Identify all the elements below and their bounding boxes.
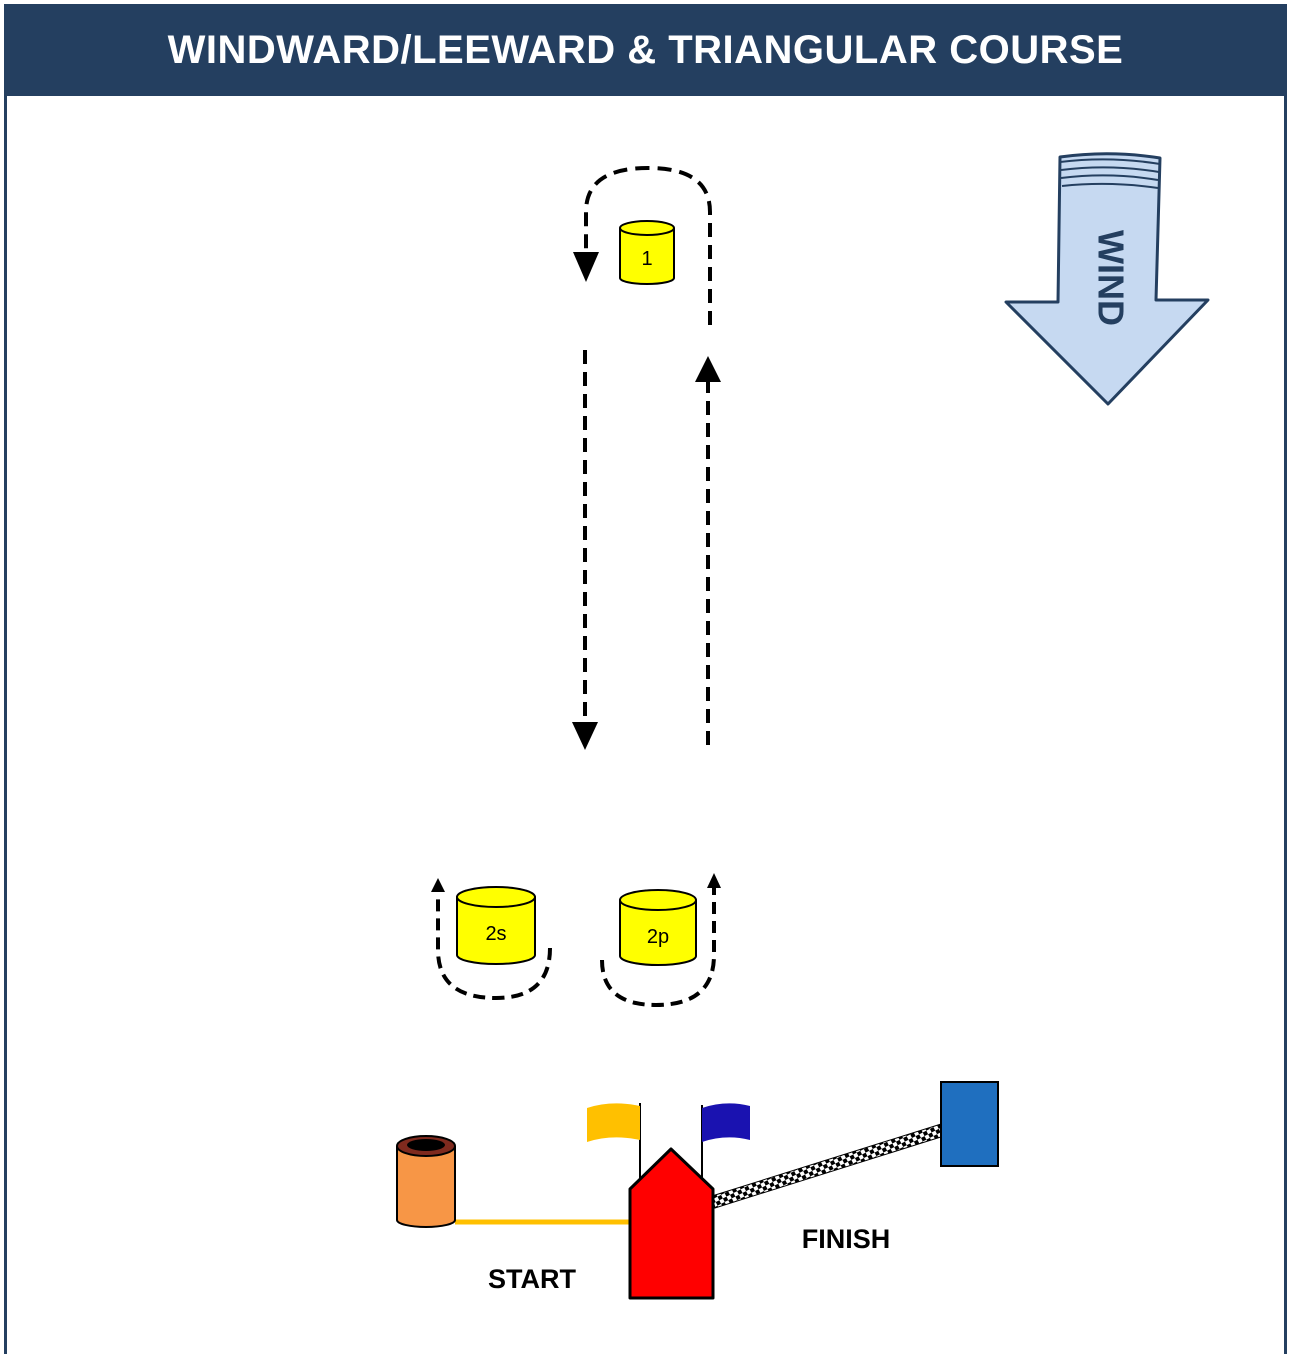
mark-2s-label: 2s (485, 923, 506, 945)
mark-2p: 2p (619, 889, 697, 966)
wind-label: WIND (1090, 230, 1131, 326)
pin-end-buoy (396, 1135, 456, 1228)
gate-2p-rounding-path (600, 888, 716, 1008)
yellow-flag (587, 1103, 641, 1185)
arrowhead-icon (431, 878, 445, 892)
finish-mark (940, 1081, 999, 1167)
windward-rounding-path (584, 165, 712, 325)
wind-arrow: WIND (1004, 152, 1210, 406)
arrowhead-icon (695, 356, 721, 382)
start-label: START (488, 1264, 576, 1294)
finish-label: FINISH (802, 1224, 891, 1254)
mark-2s: 2s (456, 886, 536, 965)
arrowhead-icon (573, 252, 599, 282)
diagram-frame (4, 4, 1287, 1354)
mark-1-label: 1 (641, 248, 652, 270)
arrowhead-icon (572, 722, 598, 750)
committee-boat (628, 1147, 715, 1300)
title-banner: WINDWARD/LEEWARD & TRIANGULAR COURSE (4, 4, 1287, 96)
arrowhead-icon (707, 873, 721, 888)
page-title: WINDWARD/LEEWARD & TRIANGULAR COURSE (167, 27, 1124, 72)
mark-2p-label: 2p (647, 926, 669, 948)
gate-2s-rounding-path (436, 893, 552, 1001)
blue-flag (701, 1103, 750, 1180)
mark-1: 1 (619, 220, 675, 285)
